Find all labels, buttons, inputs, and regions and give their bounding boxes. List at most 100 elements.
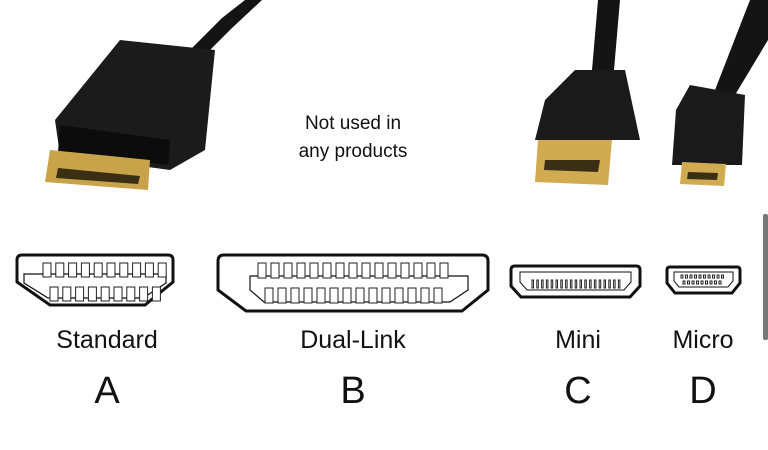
pin <box>716 274 720 279</box>
pin <box>579 279 582 289</box>
pin <box>144 262 154 278</box>
standard-hdmi-cable-photo <box>45 0 262 190</box>
pin <box>721 274 724 279</box>
connector-pins <box>42 262 724 304</box>
pin <box>689 274 693 279</box>
pin <box>106 262 116 278</box>
pin <box>335 262 345 279</box>
pin <box>603 279 606 289</box>
pin <box>55 262 65 278</box>
pin <box>368 287 378 304</box>
micro-connector-outline <box>665 265 742 295</box>
pin <box>698 274 702 279</box>
label-dual-link: Dual-Link <box>300 326 406 354</box>
pin <box>574 279 578 289</box>
pin <box>687 280 690 285</box>
pin <box>608 279 611 289</box>
pin <box>433 287 443 304</box>
micro-hdmi-cable-photo <box>672 0 768 186</box>
pin <box>550 279 554 289</box>
pin <box>283 262 293 279</box>
pin <box>593 279 597 289</box>
pin <box>87 286 97 302</box>
letter-d: D <box>689 370 717 412</box>
pin <box>132 262 142 278</box>
pin <box>139 286 149 302</box>
not-used-note: Not used in any products <box>253 110 453 166</box>
pin <box>598 279 602 289</box>
pin <box>413 262 423 279</box>
pin <box>700 280 704 285</box>
pin <box>303 287 313 304</box>
pin <box>387 262 397 279</box>
pin <box>714 280 717 285</box>
pin <box>705 280 708 285</box>
pin <box>589 279 592 289</box>
pin <box>685 274 688 279</box>
pin <box>80 262 90 278</box>
pin <box>407 287 417 304</box>
pin <box>277 287 287 304</box>
pin <box>536 279 539 289</box>
pin <box>718 280 722 285</box>
pin <box>348 262 358 279</box>
pin <box>316 287 326 304</box>
micro-connector-inner <box>673 271 734 288</box>
pin <box>426 262 436 279</box>
pin <box>703 274 706 279</box>
pin <box>531 279 534 289</box>
pin <box>42 262 52 278</box>
pin <box>342 287 352 304</box>
pin <box>290 287 300 304</box>
label-micro: Micro <box>672 326 734 354</box>
pin <box>329 287 339 304</box>
pin <box>322 262 332 279</box>
pin <box>151 286 161 302</box>
pin <box>694 274 697 279</box>
pin <box>157 262 167 278</box>
pin <box>613 279 616 289</box>
pin <box>270 262 280 279</box>
pin <box>712 274 715 279</box>
pin <box>62 286 72 302</box>
pin <box>394 287 404 304</box>
pin <box>361 262 371 279</box>
pin <box>374 262 384 279</box>
pin <box>682 280 686 285</box>
pin <box>420 287 430 304</box>
pin <box>355 287 365 304</box>
pin <box>709 280 713 285</box>
pin <box>555 279 558 289</box>
pin <box>49 286 59 302</box>
pin <box>126 286 136 302</box>
dual-link-connector-inner <box>249 275 469 303</box>
pin <box>381 287 391 304</box>
pin <box>569 279 573 289</box>
pin <box>309 262 319 279</box>
pin <box>545 279 549 289</box>
mini-connector-inner <box>519 271 632 291</box>
pin <box>584 279 587 289</box>
pin <box>264 287 274 304</box>
pin <box>100 286 110 302</box>
scrollbar[interactable] <box>763 214 768 340</box>
letter-c: C <box>564 370 592 412</box>
pin <box>439 262 449 279</box>
pin <box>696 280 699 285</box>
pin <box>541 279 544 289</box>
letter-b: B <box>340 370 366 412</box>
pin <box>560 279 563 289</box>
pin <box>565 279 568 289</box>
pin <box>617 279 621 289</box>
pin <box>680 274 684 279</box>
pin <box>257 262 267 279</box>
label-standard: Standard <box>56 326 158 354</box>
mini-hdmi-cable-photo <box>535 0 640 185</box>
label-mini: Mini <box>555 326 601 354</box>
pin <box>93 262 103 278</box>
pin <box>113 286 123 302</box>
pin <box>691 280 695 285</box>
note-line-2: any products <box>298 141 408 162</box>
